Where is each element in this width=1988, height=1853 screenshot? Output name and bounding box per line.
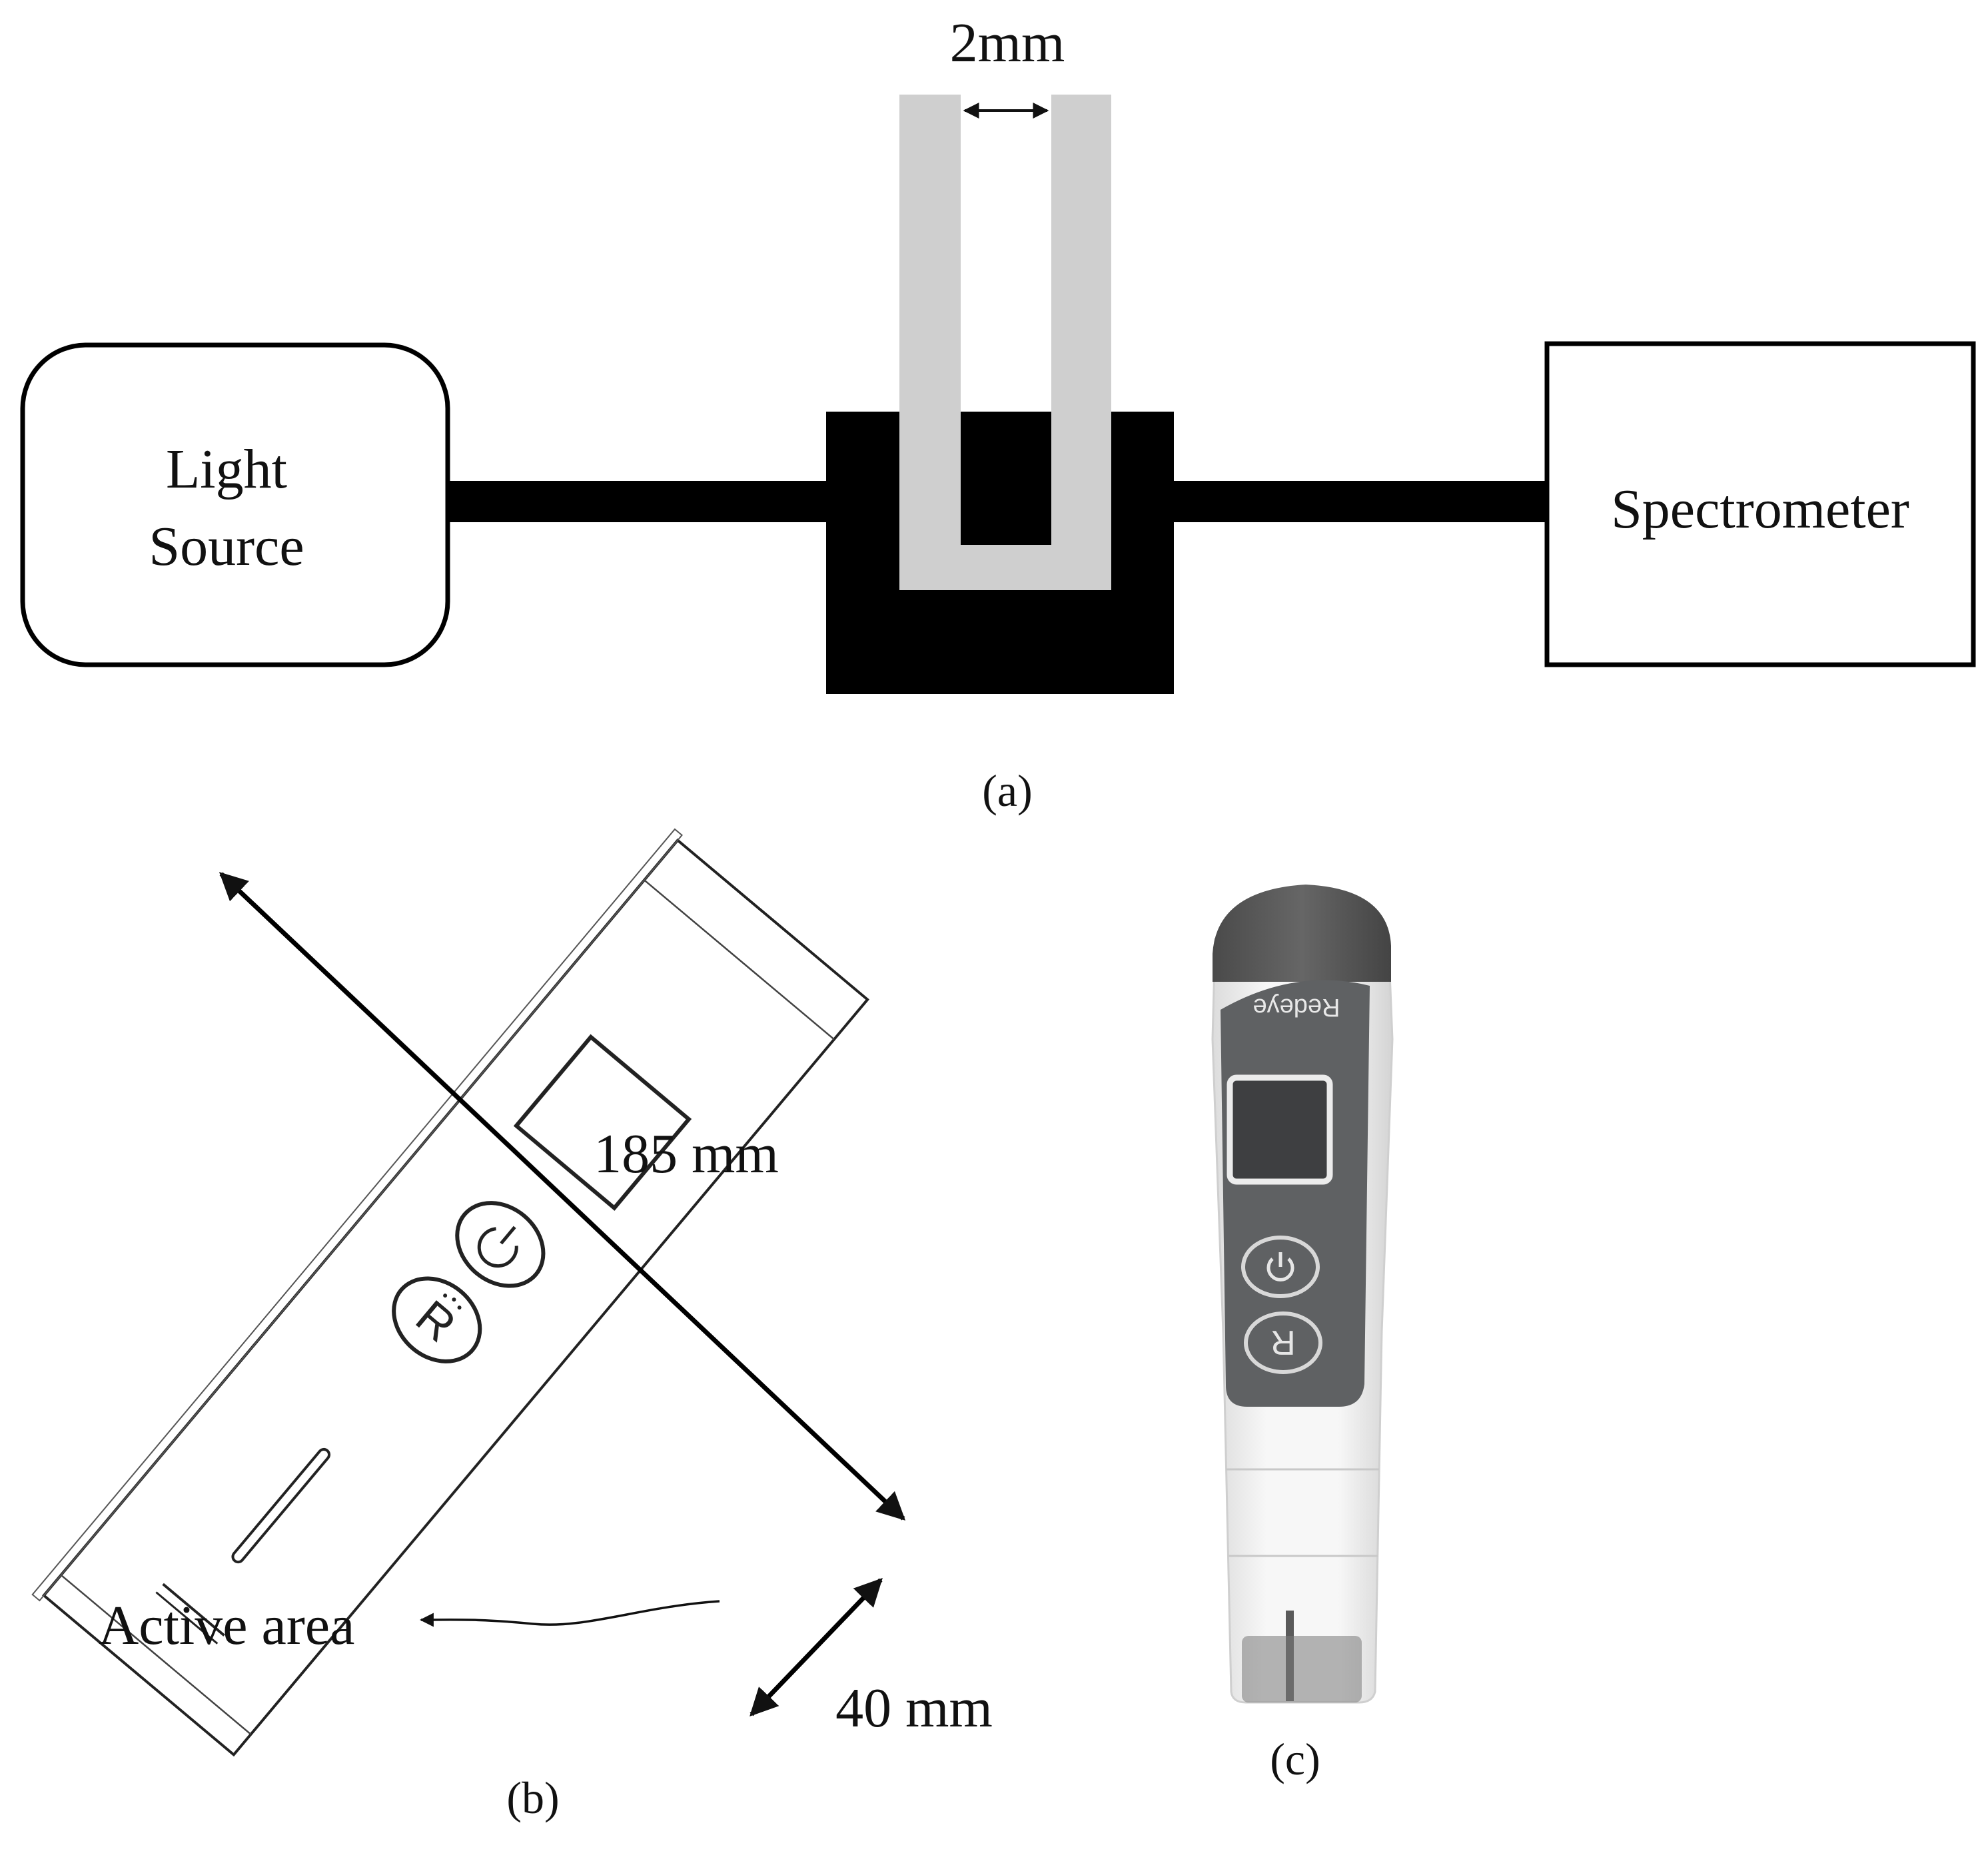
sensor-bottom-line bbox=[60, 1574, 252, 1735]
power-button-icon bbox=[455, 1201, 546, 1288]
cuvette bbox=[899, 95, 1111, 590]
device-display-icon bbox=[1227, 1074, 1333, 1185]
width-label: 40 mm bbox=[835, 1677, 993, 1739]
right-fiber bbox=[1166, 481, 1546, 522]
svg-text:R: R bbox=[1270, 1323, 1296, 1361]
left-fiber bbox=[446, 481, 826, 522]
length-dimension-arrow bbox=[219, 872, 906, 1521]
length-label: 185 mm bbox=[594, 1123, 779, 1185]
panel-c-caption: (c) bbox=[1270, 1734, 1320, 1784]
gap-label: 2mm bbox=[950, 12, 1065, 74]
sensor-top-line bbox=[644, 879, 835, 1040]
active-area-label: Active area bbox=[99, 1595, 355, 1657]
sensor-slot bbox=[231, 1447, 331, 1564]
width-dimension-arrow bbox=[749, 1577, 883, 1717]
panel-a-caption: (a) bbox=[982, 765, 1032, 816]
device-power-button-icon bbox=[1241, 1236, 1320, 1298]
spectrometer-label: Spectrometer bbox=[1611, 478, 1909, 540]
device-cap bbox=[1213, 885, 1391, 982]
panel-a: Light Source Spectrometer 2mm (a) bbox=[20, 12, 1976, 816]
panel-b-caption: (b) bbox=[506, 1772, 559, 1823]
device-read-button-icon: R bbox=[1244, 1311, 1322, 1374]
read-button-icon: R bbox=[392, 1276, 482, 1363]
active-area-pointer bbox=[419, 1600, 720, 1627]
panel-c: Redeye R (c) bbox=[1211, 885, 1394, 1784]
svg-text:R: R bbox=[406, 1290, 466, 1351]
light-source-box bbox=[20, 342, 450, 667]
light-source-label-line2: Source bbox=[149, 516, 304, 577]
sensor-photo: Redeye R bbox=[1211, 885, 1394, 1704]
device-tip bbox=[1242, 1636, 1362, 1702]
light-source-label-line1: Light bbox=[166, 438, 287, 500]
active-area-mark bbox=[162, 1583, 225, 1637]
svg-text:Redeye: Redeye bbox=[1253, 993, 1340, 1021]
brand-logo-icon: Redeye bbox=[1253, 993, 1340, 1021]
panel-b: R 185 mm 40 mm Active area (b) bbox=[31, 828, 993, 1823]
spectrometer-box bbox=[1544, 341, 1976, 667]
